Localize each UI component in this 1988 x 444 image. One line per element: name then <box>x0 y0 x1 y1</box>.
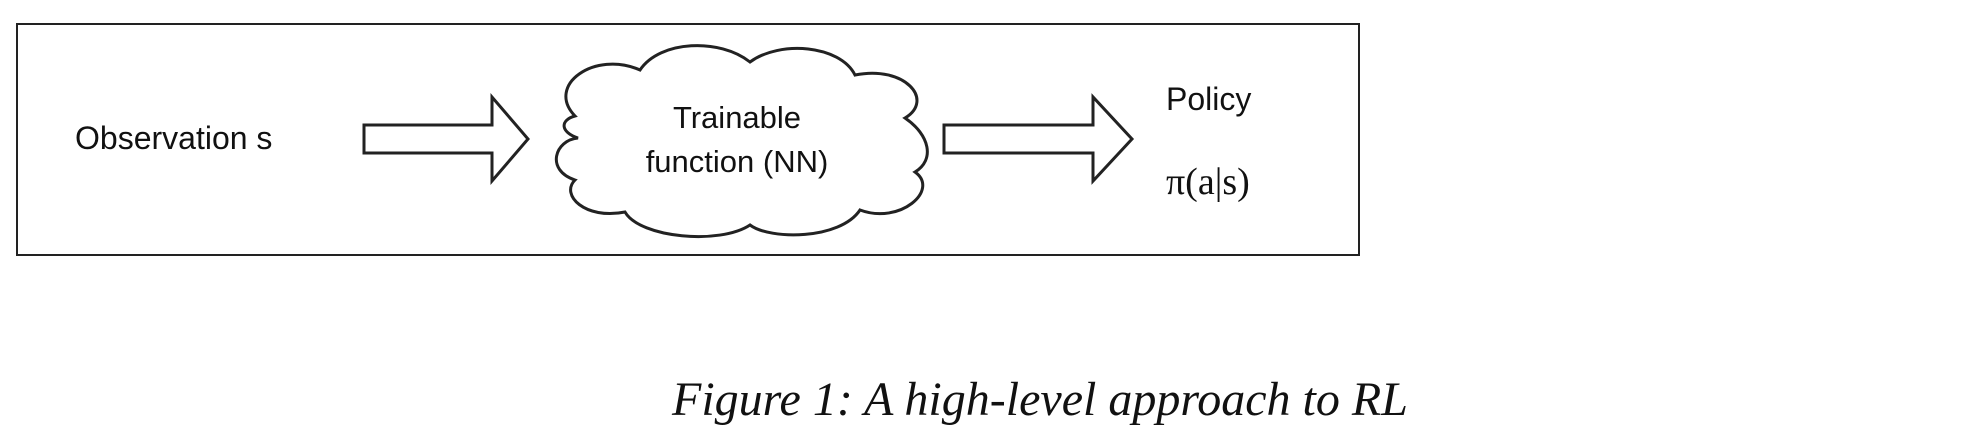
function-label-line1: Trainable <box>673 100 801 135</box>
observation-label: Observation s <box>75 120 272 156</box>
policy-label: Policy <box>1166 81 1251 117</box>
policy-formula: π(a|s) <box>1166 161 1250 203</box>
trainable-function-cloud-icon <box>554 44 929 239</box>
figure-caption: Figure 1: A high-level approach to RL <box>672 373 1408 426</box>
function-label-line2: function (NN) <box>646 144 829 179</box>
diagram-frame <box>16 23 1360 256</box>
arrow-to-function-icon <box>362 92 530 186</box>
arrow-to-policy-icon <box>942 93 1135 185</box>
rl-pipeline-diagram: Observation s Trainable function (NN) Po… <box>75 44 1251 239</box>
